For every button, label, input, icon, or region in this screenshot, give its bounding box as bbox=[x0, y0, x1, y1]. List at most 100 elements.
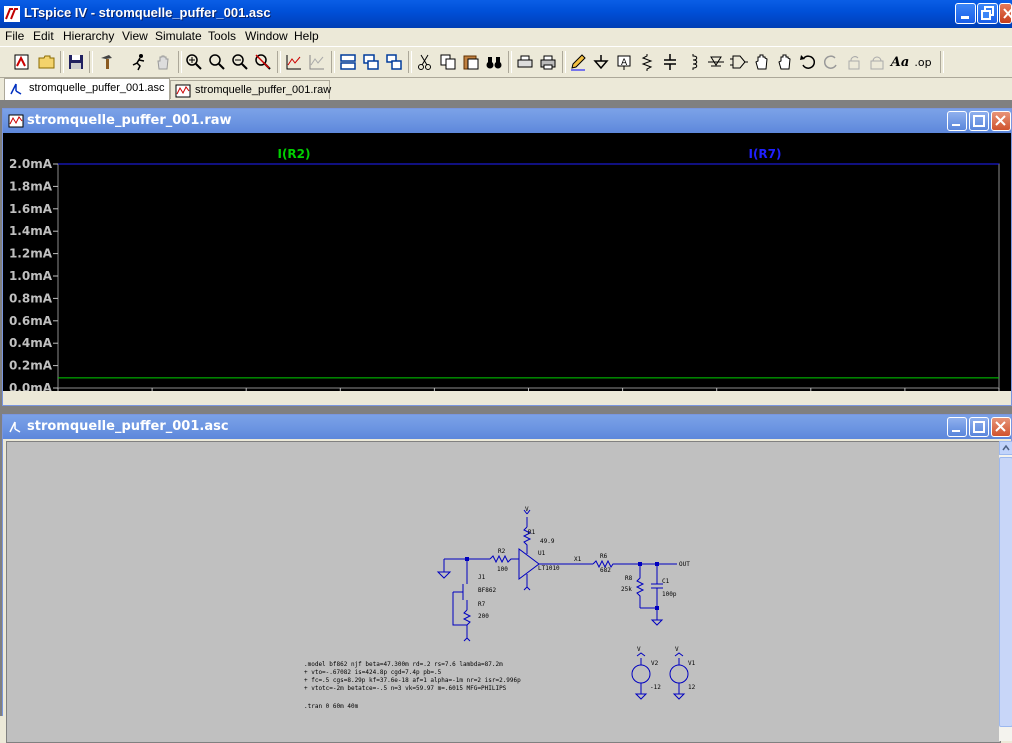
waveform-window-icon bbox=[8, 114, 24, 128]
label-r7-value: 200 bbox=[478, 613, 489, 620]
schematic-minimize-button[interactable] bbox=[947, 417, 967, 437]
schematic-window-titlebar: stromquelle_puffer_001.asc bbox=[3, 415, 1011, 439]
schematic-canvas[interactable]: R1 49.9 U1 LT1010 R2 100 X1 R6 682 OUT J… bbox=[6, 441, 1001, 743]
schematic-drawing: R1 49.9 U1 LT1010 R2 100 X1 R6 682 OUT J… bbox=[304, 506, 696, 710]
binoculars-icon bbox=[486, 57, 502, 69]
find-button[interactable] bbox=[484, 52, 504, 72]
label-r1-value: 49.9 bbox=[540, 538, 555, 545]
place-resistor-button[interactable] bbox=[637, 52, 657, 72]
place-ground-button[interactable] bbox=[591, 52, 611, 72]
menu-tools[interactable]: Tools bbox=[208, 29, 237, 43]
cascade-button[interactable] bbox=[361, 52, 381, 72]
print-preview-button[interactable] bbox=[515, 52, 535, 72]
grid-plot-icon bbox=[309, 55, 324, 70]
title-bar: LTspice IV - stromquelle_puffer_001.asc bbox=[0, 0, 1012, 28]
label-net-icon: A bbox=[617, 55, 631, 70]
menu-edit[interactable]: Edit bbox=[33, 29, 54, 43]
copy-icon bbox=[440, 54, 456, 70]
menu-help[interactable]: Help bbox=[294, 29, 319, 43]
arrow-up-icon bbox=[1002, 444, 1010, 451]
y-tick-label: 0.0mA bbox=[9, 381, 53, 391]
menu-view[interactable]: View bbox=[122, 29, 148, 43]
move-hand-icon bbox=[755, 54, 768, 70]
close-button[interactable] bbox=[999, 3, 1012, 24]
rotate-button[interactable] bbox=[844, 52, 864, 72]
undo-button[interactable] bbox=[798, 52, 818, 72]
tab-label: stromquelle_puffer_001.raw bbox=[195, 84, 332, 96]
paste-button[interactable] bbox=[461, 52, 481, 72]
open-schematic-button[interactable] bbox=[12, 52, 32, 72]
pan-button[interactable] bbox=[207, 52, 227, 72]
scroll-up-button[interactable] bbox=[999, 441, 1012, 455]
grid-button[interactable] bbox=[307, 52, 327, 72]
halt-button[interactable] bbox=[153, 52, 173, 72]
place-inductor-button[interactable] bbox=[683, 52, 703, 72]
label-net-button[interactable]: A bbox=[614, 52, 634, 72]
waveform-window-titlebar: stromquelle_puffer_001.raw bbox=[3, 109, 1011, 133]
control-panel-button[interactable] bbox=[97, 52, 117, 72]
print-button[interactable] bbox=[538, 52, 558, 72]
place-diode-button[interactable] bbox=[706, 52, 726, 72]
schematic-maximize-button[interactable] bbox=[969, 417, 989, 437]
scroll-thumb[interactable] bbox=[999, 457, 1012, 727]
minimize-button[interactable] bbox=[955, 3, 976, 24]
label-v1-top: V bbox=[675, 646, 679, 653]
open-file-button[interactable] bbox=[37, 52, 57, 72]
waveform-close-button[interactable] bbox=[991, 111, 1011, 131]
windows-icon bbox=[386, 54, 402, 70]
y-tick-label: 1.8mA bbox=[9, 179, 53, 193]
minimize-icon bbox=[961, 16, 969, 19]
move-button[interactable] bbox=[752, 52, 772, 72]
menu-file[interactable]: File bbox=[5, 29, 25, 43]
save-button[interactable] bbox=[66, 52, 86, 72]
copy-button[interactable] bbox=[438, 52, 458, 72]
schematic-labels: R1 49.9 U1 LT1010 R2 100 X1 R6 682 OUT J… bbox=[478, 506, 696, 691]
waveform-maximize-button[interactable] bbox=[969, 111, 989, 131]
hammer-icon bbox=[101, 55, 112, 69]
autorange-button[interactable] bbox=[284, 52, 304, 72]
cut-button[interactable] bbox=[415, 52, 435, 72]
window-title: LTspice IV - stromquelle_puffer_001.asc bbox=[24, 5, 271, 20]
restore-button[interactable] bbox=[977, 3, 998, 24]
zoom-fit-button[interactable] bbox=[253, 52, 273, 72]
tab-schematic[interactable]: stromquelle_puffer_001.asc bbox=[4, 78, 170, 100]
mirror-button[interactable] bbox=[867, 52, 887, 72]
menu-hierarchy[interactable]: Hierarchy bbox=[63, 29, 115, 43]
y-tick-label: 0.6mA bbox=[9, 314, 53, 328]
redo-button[interactable] bbox=[821, 52, 841, 72]
zoom-area-button[interactable] bbox=[184, 52, 204, 72]
plot-frame bbox=[57, 163, 1000, 389]
text-button[interactable]: Aa bbox=[890, 52, 910, 72]
schematic-window-title: stromquelle_puffer_001.asc bbox=[27, 419, 229, 434]
close-icon bbox=[995, 115, 1006, 126]
waveform-minimize-button[interactable] bbox=[947, 111, 967, 131]
schematic-close-button[interactable] bbox=[991, 417, 1011, 437]
zoom-out-icon bbox=[232, 54, 248, 70]
place-capacitor-button[interactable] bbox=[660, 52, 680, 72]
menu-window[interactable]: Window bbox=[245, 29, 288, 43]
close-windows-button[interactable] bbox=[384, 52, 404, 72]
draw-wire-button[interactable] bbox=[568, 52, 588, 72]
series-legend-label: I(R7) bbox=[748, 147, 781, 161]
tab-waveform[interactable]: stromquelle_puffer_001.raw bbox=[170, 80, 332, 99]
schematic-window: stromquelle_puffer_001.asc bbox=[2, 414, 1012, 743]
inductor-icon bbox=[692, 54, 698, 70]
svg-text:A: A bbox=[621, 58, 628, 68]
menu-simulate[interactable]: Simulate bbox=[155, 29, 202, 43]
spice-directives: .model bf862 njf beta=47.300m rd=.2 rs=7… bbox=[304, 661, 521, 710]
label-v1: V1 bbox=[688, 660, 696, 667]
hand-icon bbox=[157, 55, 169, 70]
tile-horizontal-button[interactable] bbox=[338, 52, 358, 72]
schematic-vertical-scrollbar[interactable] bbox=[999, 441, 1012, 741]
zoom-cancel-icon bbox=[255, 54, 271, 70]
y-tick-label: 1.0mA bbox=[9, 269, 53, 283]
drag-button[interactable] bbox=[775, 52, 795, 72]
directive-line: + fc=.5 cgs=8.29p kf=37.6e-18 af=1 alpha… bbox=[304, 677, 521, 684]
label-u1-value: LT1010 bbox=[538, 565, 560, 572]
place-component-button[interactable] bbox=[729, 52, 749, 72]
spice-directive-button[interactable]: .op bbox=[913, 52, 933, 72]
run-button[interactable] bbox=[129, 52, 149, 72]
tab-bar: stromquelle_puffer_001.asc stromquelle_p… bbox=[0, 78, 1012, 100]
zoom-out-button[interactable] bbox=[230, 52, 250, 72]
